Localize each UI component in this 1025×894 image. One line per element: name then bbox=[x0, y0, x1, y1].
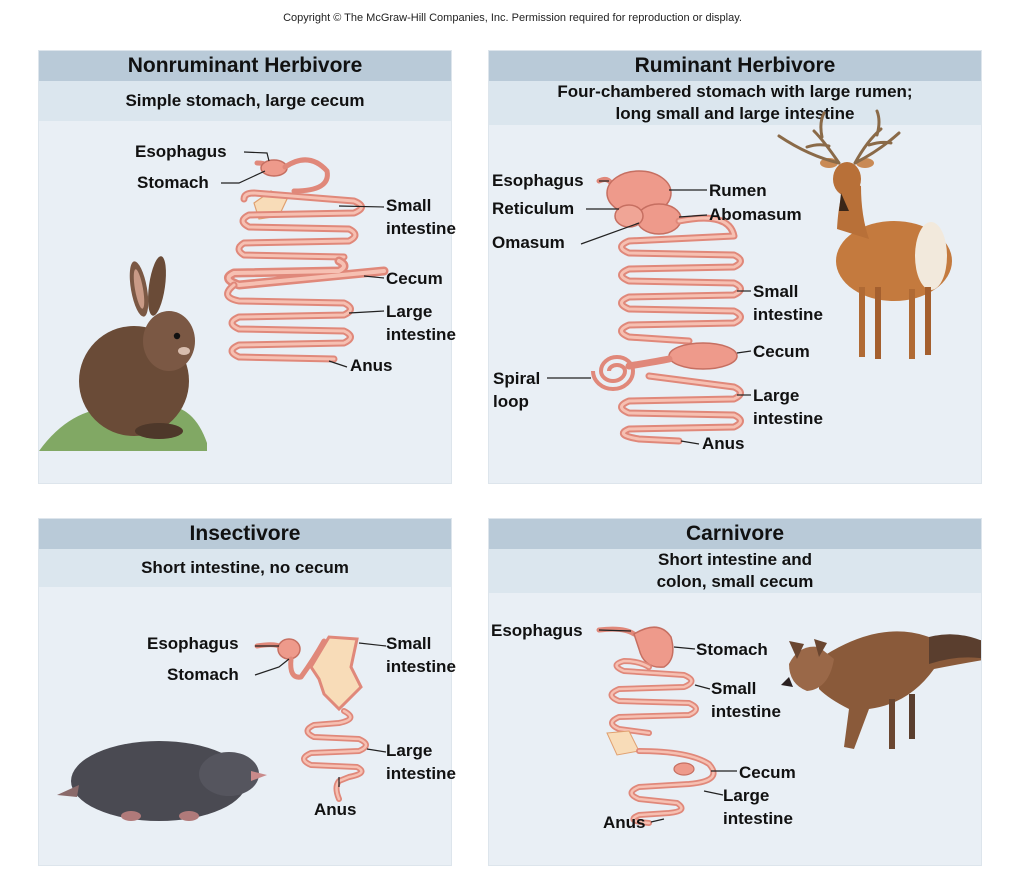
label-spiral-loop-2: loop bbox=[493, 392, 529, 411]
insectivore-gut bbox=[254, 635, 369, 802]
label-rumen: Rumen bbox=[709, 181, 767, 200]
label-large-intestine-1: Large bbox=[386, 741, 433, 760]
label-cecum: Cecum bbox=[739, 763, 796, 782]
label-cecum: Cecum bbox=[386, 269, 443, 288]
label-large-intestine-1: Large bbox=[386, 302, 433, 321]
label-large-intestine-1: Large bbox=[723, 786, 770, 805]
label-large-intestine-2: intestine bbox=[723, 809, 793, 828]
panel-subtitle-line-2: colon, small cecum bbox=[656, 572, 814, 591]
panel-carnivore: Carnivore Short intestine and colon, sma… bbox=[488, 518, 982, 866]
label-small-intestine-1: Small bbox=[386, 634, 432, 653]
label-stomach: Stomach bbox=[696, 640, 768, 659]
ruminant-gut bbox=[591, 170, 744, 445]
panel-subtitle-line-2: long small and large intestine bbox=[615, 104, 855, 123]
nonruminant-gut bbox=[224, 157, 389, 363]
ruminant-digestive-tract-art bbox=[547, 109, 952, 445]
nonruminant-digestive-tract-art bbox=[39, 151, 389, 451]
label-esophagus: Esophagus bbox=[135, 142, 227, 161]
panel-subtitle-line-1: Four-chambered stomach with large rumen; bbox=[557, 82, 913, 101]
label-esophagus: Esophagus bbox=[491, 621, 583, 640]
label-small-intestine-1: Small bbox=[386, 196, 432, 215]
label-small-intestine-1: Small bbox=[711, 679, 757, 698]
label-small-intestine-1: Small bbox=[753, 282, 799, 301]
label-small-intestine-2: intestine bbox=[386, 219, 456, 238]
panel-subtitle: Short intestine, no cecum bbox=[39, 549, 451, 587]
panel-title: Nonruminant Herbivore bbox=[39, 51, 451, 81]
panel-subtitle: Simple stomach, large cecum bbox=[39, 81, 451, 121]
label-large-intestine-1: Large bbox=[753, 386, 800, 405]
panel-title: Ruminant Herbivore bbox=[489, 51, 981, 81]
panel-title: Insectivore bbox=[39, 519, 451, 549]
label-reticulum: Reticulum bbox=[492, 199, 575, 218]
carnivore-digestive-tract-art bbox=[596, 626, 981, 826]
label-stomach: Stomach bbox=[137, 173, 209, 192]
insectivore-digestive-tract-art bbox=[57, 635, 387, 821]
panel-subtitle: Short intestine and colon, small cecum bbox=[489, 549, 981, 593]
label-anus: Anus bbox=[314, 800, 357, 819]
panel-insectivore: Insectivore Short intestine, no cecum Es… bbox=[38, 518, 456, 866]
label-small-intestine-2: intestine bbox=[386, 657, 456, 676]
carnivore-gut bbox=[596, 626, 717, 826]
label-small-intestine-2: intestine bbox=[711, 702, 781, 721]
label-omasum: Omasum bbox=[492, 233, 565, 252]
mole-illustration bbox=[57, 741, 267, 821]
label-small-intestine-2: intestine bbox=[753, 305, 823, 324]
copyright-notice: Copyright © The McGraw-Hill Companies, I… bbox=[283, 12, 742, 24]
deer-illustration bbox=[777, 109, 952, 359]
label-cecum: Cecum bbox=[753, 342, 810, 361]
label-anus: Anus bbox=[702, 434, 745, 453]
panel-title: Carnivore bbox=[489, 519, 981, 549]
panel-ruminant-herbivore: Ruminant Herbivore Four-chambered stomac… bbox=[488, 50, 982, 484]
label-esophagus: Esophagus bbox=[147, 634, 239, 653]
label-abomasum: Abomasum bbox=[709, 205, 802, 224]
label-anus: Anus bbox=[603, 813, 646, 832]
rabbit-illustration bbox=[39, 256, 207, 451]
label-esophagus: Esophagus bbox=[492, 171, 584, 190]
label-anus: Anus bbox=[350, 356, 393, 375]
label-stomach: Stomach bbox=[167, 665, 239, 684]
label-large-intestine-2: intestine bbox=[386, 325, 456, 344]
panel-nonruminant-herbivore: Nonruminant Herbivore Simple stomach, la… bbox=[38, 50, 456, 484]
label-large-intestine-2: intestine bbox=[753, 409, 823, 428]
label-large-intestine-2: intestine bbox=[386, 764, 456, 783]
panel-subtitle: Four-chambered stomach with large rumen;… bbox=[489, 81, 981, 125]
panel-subtitle-line-1: Short intestine and bbox=[658, 550, 812, 569]
label-spiral-loop-1: Spiral bbox=[493, 369, 541, 388]
fox-illustration bbox=[781, 631, 981, 749]
